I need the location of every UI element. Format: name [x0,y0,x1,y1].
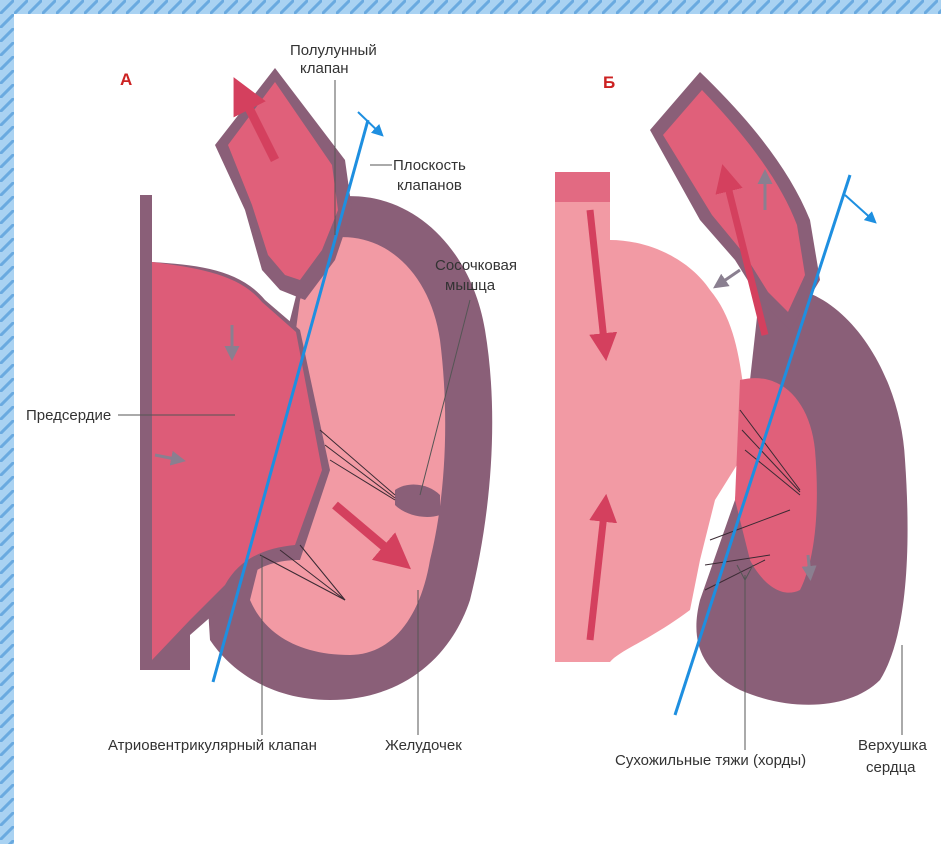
label-papillary-muscle-2: мышца [445,277,496,294]
label-ventricle: Желудочек [385,737,462,754]
label-valve-plane-1: Плоскость [393,157,466,174]
flow-arrow-small-b3 [808,555,810,575]
label-apex-1: Верхушка [858,737,927,754]
label-valve-plane-2: клапанов [397,177,462,194]
label-semilunar-valve-1: Полулунный [290,42,377,59]
panel-letter-a: А [120,70,132,89]
inflow-vessel-b [555,172,610,202]
panel-letter-b: Б [603,73,615,92]
label-chordae: Сухожильные тяжи (хорды) [615,752,806,769]
label-av-valve: Атриовентрикулярный клапан [108,737,317,754]
label-semilunar-valve-2: клапан [300,60,349,77]
label-apex-2: сердца [866,759,916,776]
label-papillary-muscle-1: Сосочковая [435,257,517,274]
label-atrium: Предсердие [26,407,111,424]
